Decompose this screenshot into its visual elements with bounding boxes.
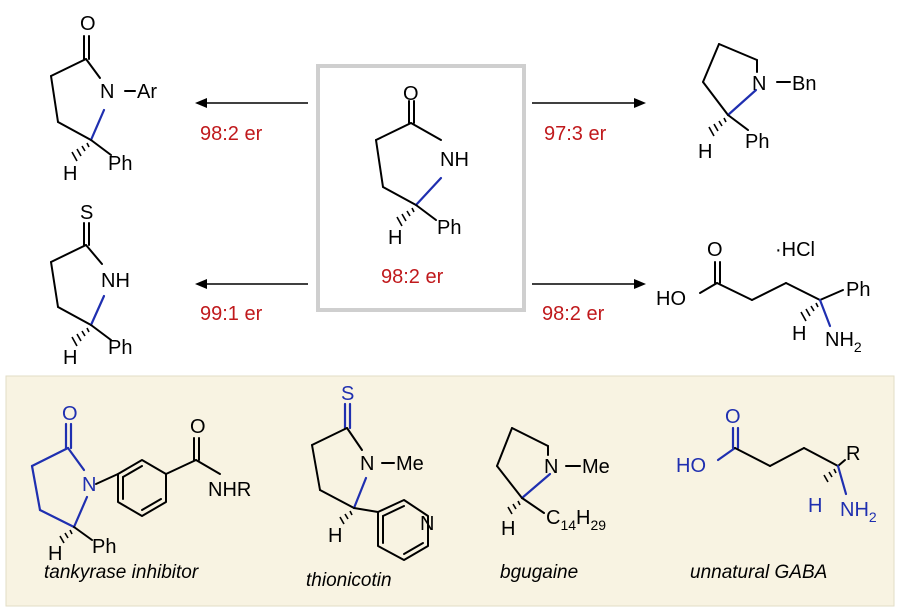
center-nh: NH	[440, 149, 469, 171]
er-label-n-aryl-lactam: 98:2 er	[200, 123, 263, 145]
caption-tankyrase-inhibitor: tankyrase inhibitor	[44, 562, 199, 583]
thiolactam-sulfur: S	[80, 202, 93, 224]
thiolactam: S NH H Ph	[50, 202, 132, 369]
gaba-ho: HO	[676, 455, 706, 477]
tankyrase-oxygen: O	[62, 403, 78, 425]
center-substrate-box	[316, 64, 526, 312]
bgugaine-h: H	[501, 518, 515, 540]
thiolactam-h: H	[63, 347, 77, 369]
n-aryl-lactam: O N Ar H Ph	[50, 13, 157, 185]
gaba-r: R	[846, 443, 860, 465]
thiolactam-ph: Ph	[108, 337, 132, 359]
arrow-to-n-benzyl-pyrrolidine	[532, 98, 646, 108]
er-label-thiolactam: 99:1 er	[200, 303, 263, 325]
n-benzyl-ph: Ph	[745, 131, 769, 153]
thionicotin-me: Me	[396, 453, 424, 475]
tankyrase-ph: Ph	[92, 536, 116, 558]
thionicotin: S N Me H N thionicotin	[306, 383, 434, 591]
n-aryl-oxygen: O	[80, 13, 96, 35]
unnatural-gaba: O HO R H NH2 unnatural GABA	[676, 406, 877, 583]
caption-bgugaine: bgugaine	[500, 562, 578, 583]
bgugaine-nitrogen: N	[544, 456, 558, 478]
n-benzyl-pyrrolidine: N Bn H Ph	[698, 43, 816, 163]
er-label-amino-acid: 98:2 er	[542, 303, 605, 325]
center-ph: Ph	[437, 217, 461, 239]
caption-unnatural-gaba: unnatural GABA	[690, 562, 827, 583]
bgugaine-c14h29: C14H29	[546, 507, 606, 533]
tankyrase-h: H	[48, 543, 62, 565]
er-label-n-benzyl-pyrrolidine: 97:3 er	[544, 123, 607, 145]
caption-thionicotin: thionicotin	[306, 570, 392, 591]
amino-acid-hcl: ·HCl	[775, 239, 815, 261]
arrow-to-amino-acid	[532, 279, 646, 289]
center-er-label: 98:2 er	[381, 266, 444, 288]
thionicotin-h: H	[328, 525, 342, 547]
thiolactam-nh: NH	[101, 270, 130, 292]
bgugaine-me: Me	[582, 456, 610, 478]
tankyrase-nitrogen: N	[82, 474, 96, 496]
bgugaine: N Me H C14H29 bgugaine	[496, 427, 610, 583]
amino-acid-hcl: O HO ·HCl Ph H NH2	[656, 239, 870, 355]
n-benzyl-nitrogen: N	[752, 73, 766, 95]
amino-acid-oxygen: O	[707, 239, 723, 261]
application-panel	[5, 375, 895, 607]
arrow-to-thiolactam	[195, 279, 308, 289]
amino-acid-h: H	[792, 323, 806, 345]
center-h: H	[388, 227, 402, 249]
tankyrase-nhr: NHR	[208, 479, 251, 501]
gaba-h: H	[808, 495, 822, 517]
thionicotin-nitrogen: N	[360, 453, 374, 475]
n-aryl-h: H	[63, 163, 77, 185]
amino-acid-ph: Ph	[846, 279, 870, 301]
center-lactam: O NH H Ph 98:2 er	[375, 83, 469, 288]
arrow-to-n-aryl-lactam	[195, 98, 308, 108]
thionicotin-pyridine-n: N	[420, 513, 434, 535]
thionicotin-sulfur: S	[341, 383, 354, 405]
n-aryl-nitrogen: N	[100, 81, 114, 103]
tankyrase-amide-oxygen: O	[190, 416, 206, 438]
n-benzyl-bn: Bn	[792, 73, 816, 95]
gaba-nh2: NH2	[840, 499, 877, 525]
tankyrase-inhibitor: O N O NHR H Ph tankyrase inhibitor	[30, 403, 251, 583]
amino-acid-nh2: NH2	[825, 329, 862, 355]
gaba-oxygen: O	[725, 406, 741, 428]
n-benzyl-h: H	[698, 141, 712, 163]
n-aryl-ph: Ph	[108, 153, 132, 175]
amino-acid-ho: HO	[656, 288, 686, 310]
center-oxygen: O	[403, 83, 419, 105]
n-aryl-ar: Ar	[137, 81, 157, 103]
